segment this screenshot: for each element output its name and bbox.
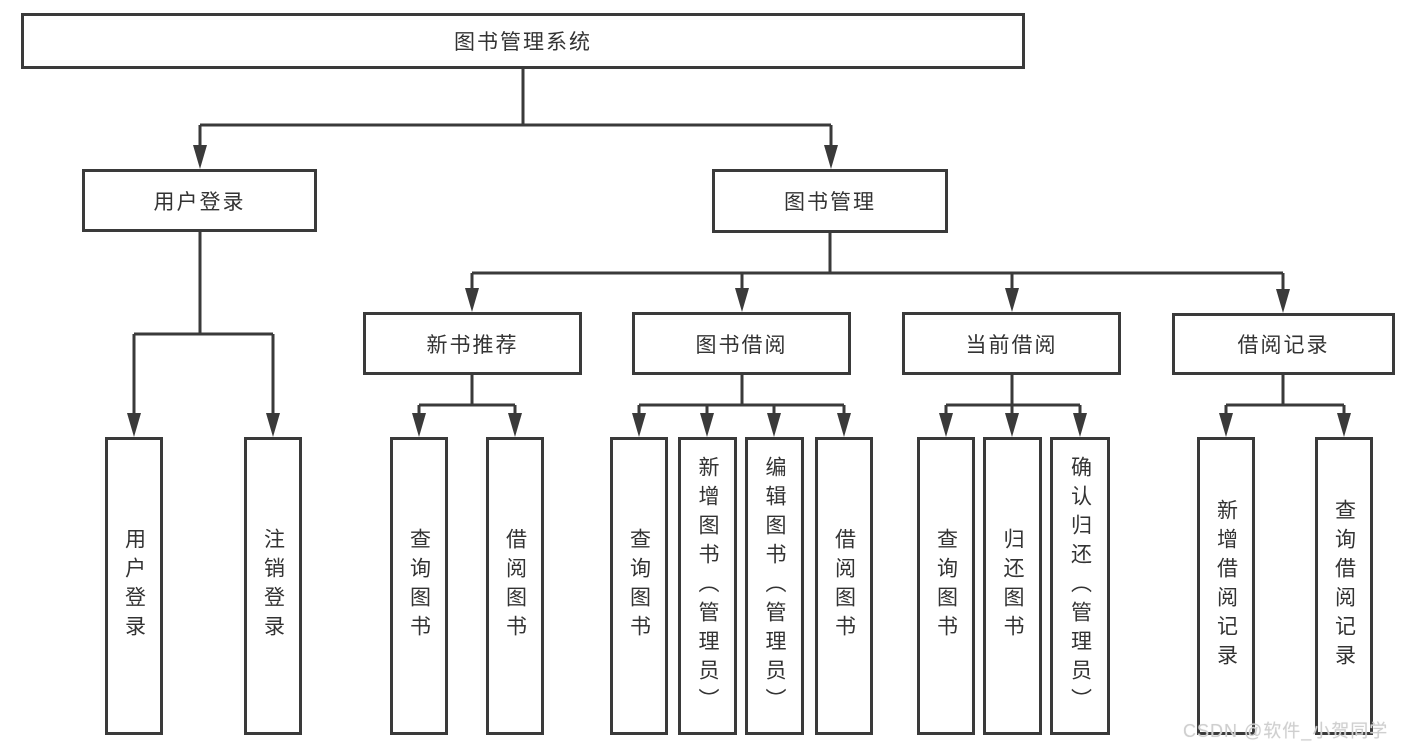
- leaf-user-login: 用户登录: [105, 437, 163, 735]
- node-current-borrowing: 当前借阅: [902, 312, 1121, 375]
- leaf-borrow-books-recommend: 借阅图书: [486, 437, 544, 735]
- leaf-query-books-current: 查询图书: [917, 437, 975, 735]
- leaf-query-books-recommend: 查询图书: [390, 437, 448, 735]
- leaf-logout: 注销登录: [244, 437, 302, 735]
- node-user-login: 用户登录: [82, 169, 317, 232]
- connector-new-book-recommend-to-leaves: [412, 375, 522, 437]
- node-root: 图书管理系统: [21, 13, 1025, 69]
- csdn-watermark: CSDN @软件_小贺同学: [1183, 721, 1389, 741]
- connector-root-to-level2: [193, 69, 838, 169]
- connector-current-borrowing-to-leaves: [939, 375, 1087, 437]
- connector-book-management-to-level3: [465, 233, 1290, 313]
- leaf-return-book: 归还图书: [983, 437, 1042, 735]
- node-new-book-recommend: 新书推荐: [363, 312, 582, 375]
- node-book-borrowing: 图书借阅: [632, 312, 851, 375]
- connector-borrowing-records-to-leaves: [1219, 375, 1351, 437]
- connector-user-login-to-leaves: [127, 232, 280, 437]
- leaf-add-book-admin: 新增图书（管理员）: [678, 437, 737, 735]
- node-borrowing-records: 借阅记录: [1172, 313, 1395, 375]
- leaf-query-borrow-record: 查询借阅记录: [1315, 437, 1373, 735]
- leaf-query-books-borrowing: 查询图书: [610, 437, 668, 735]
- node-book-management: 图书管理: [712, 169, 948, 233]
- connector-book-borrowing-to-leaves: [632, 375, 851, 437]
- leaf-borrow-books-borrowing: 借阅图书: [815, 437, 873, 735]
- leaf-edit-book-admin: 编辑图书（管理员）: [745, 437, 804, 735]
- leaf-add-borrow-record: 新增借阅记录: [1197, 437, 1255, 735]
- leaf-confirm-return-admin: 确认归还（管理员）: [1050, 437, 1110, 735]
